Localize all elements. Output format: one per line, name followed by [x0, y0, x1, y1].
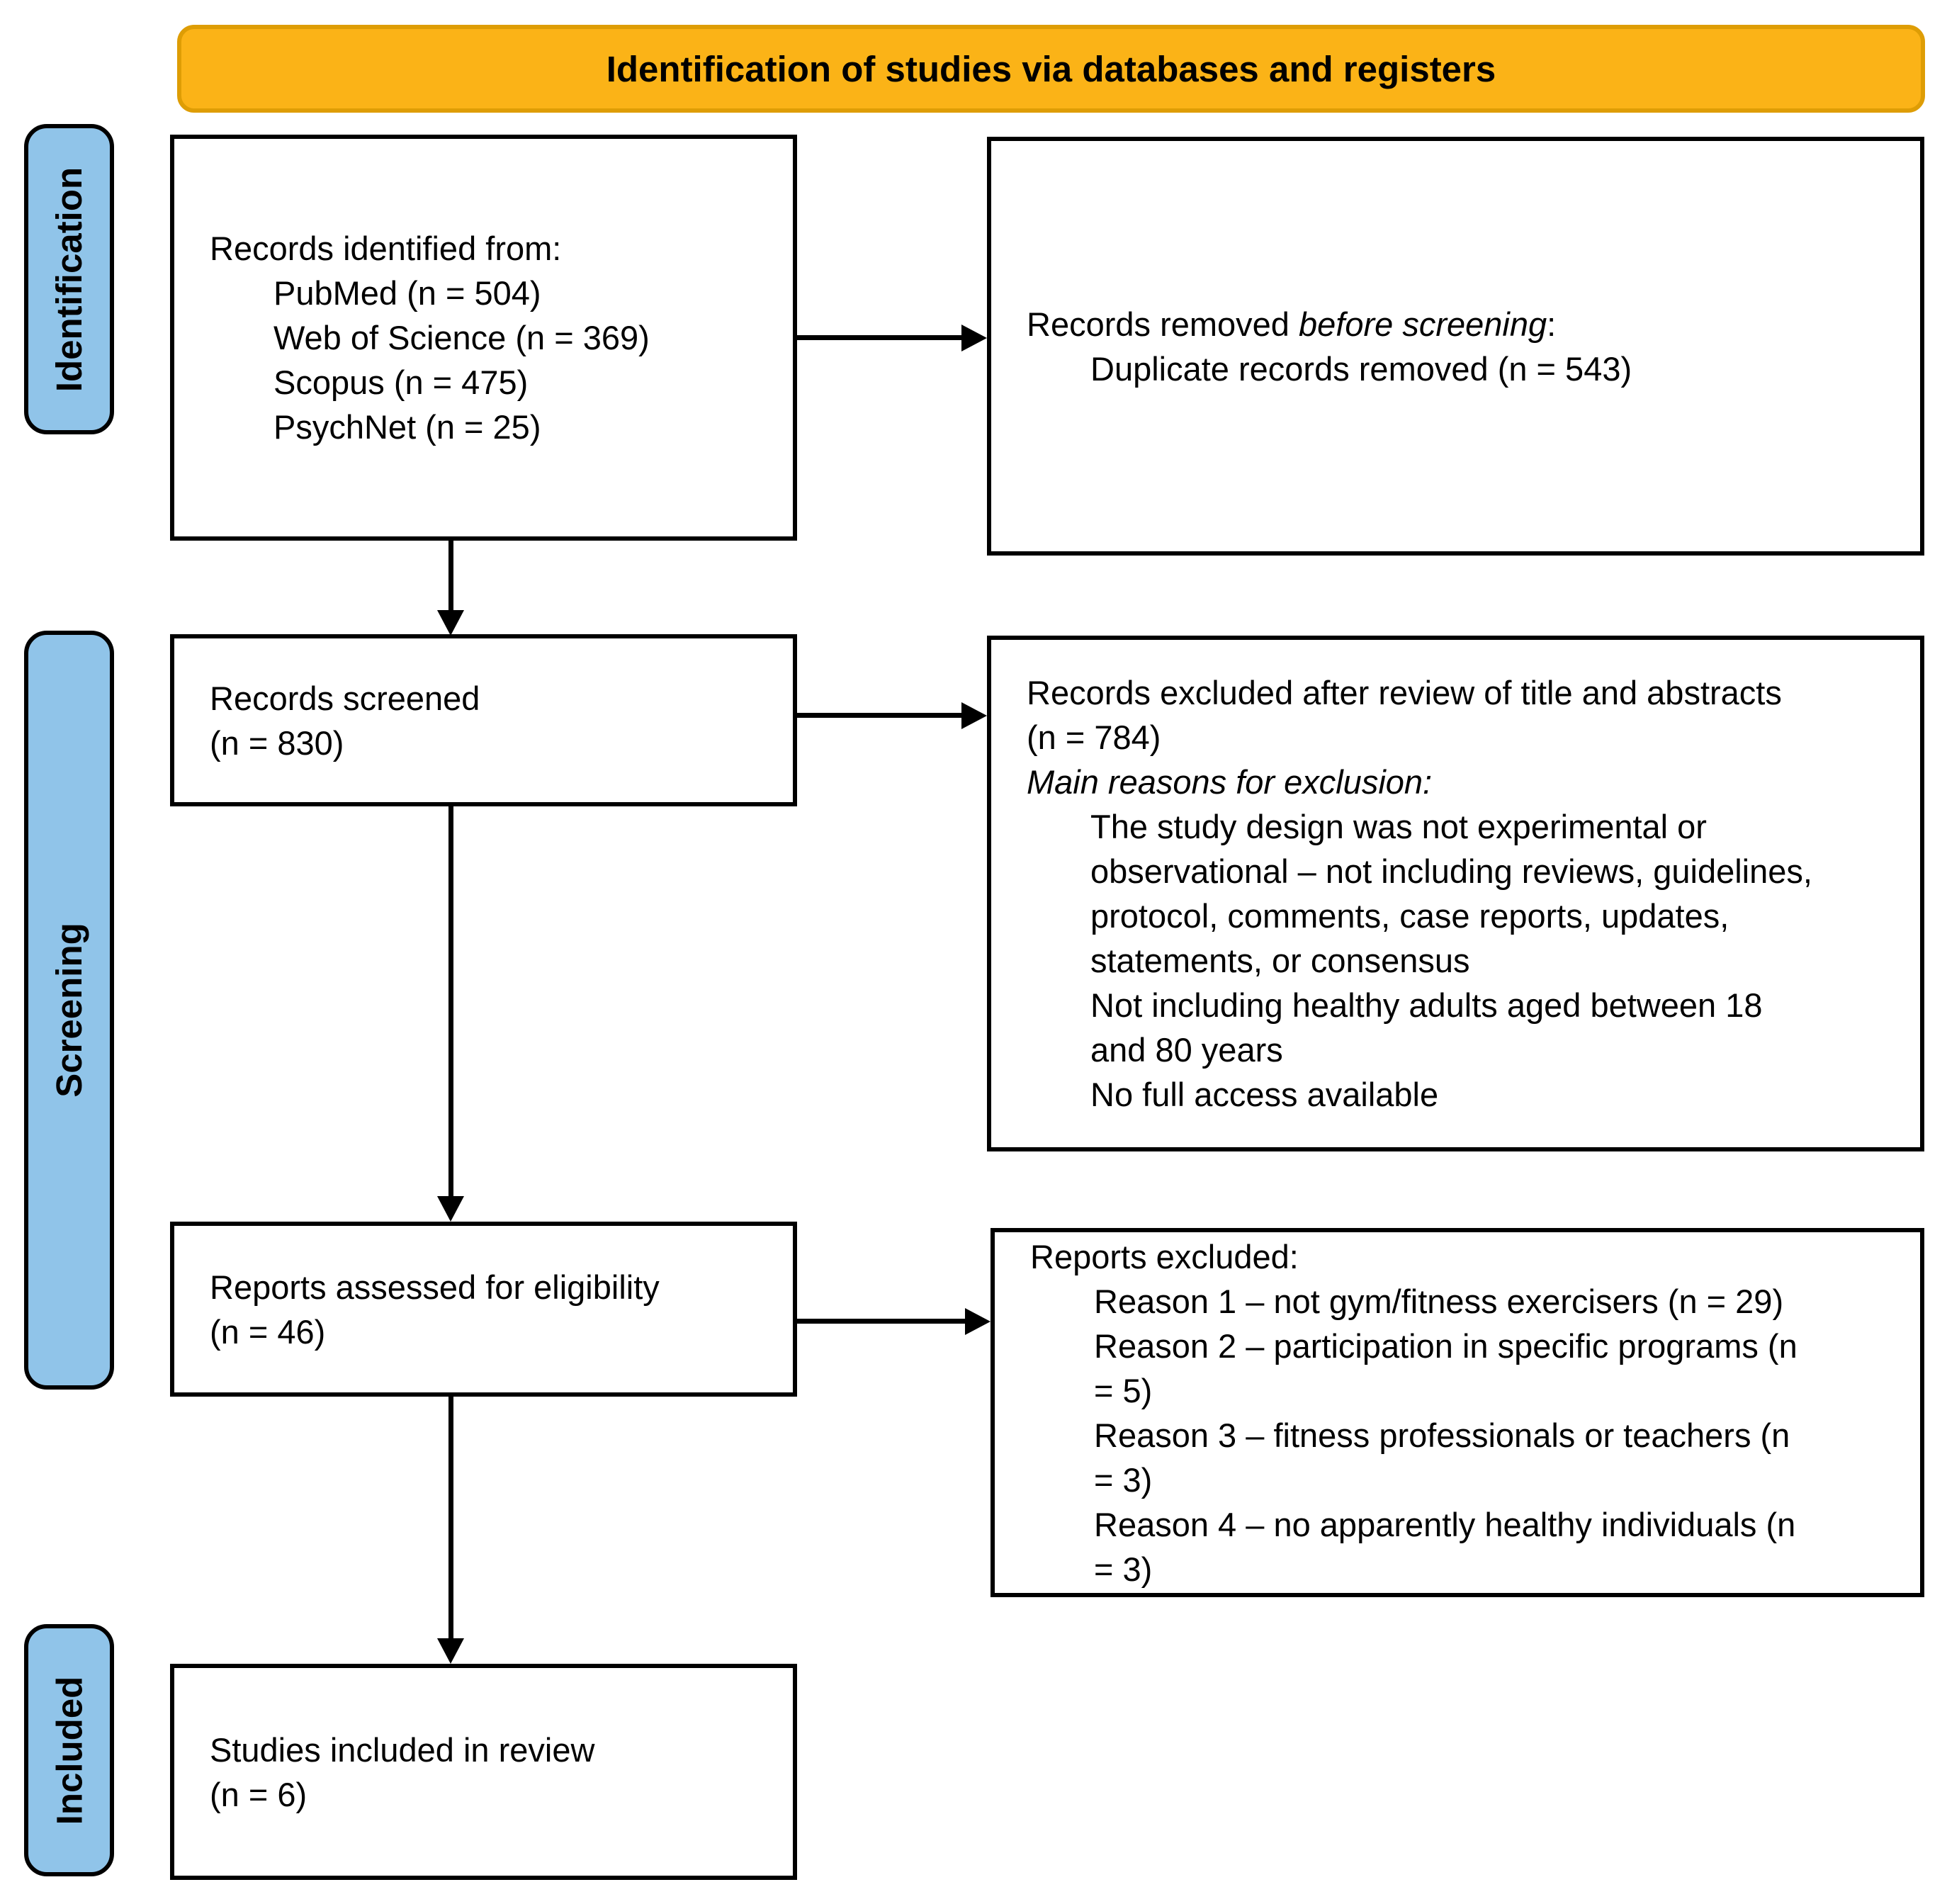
text-segment: Web of Science (n = 369) — [273, 319, 650, 356]
text-segment: Records excluded after review of title a… — [1027, 674, 1782, 711]
text-line: and 80 years — [1027, 1027, 1903, 1072]
text-segment: Not including healthy adults aged betwee… — [1090, 986, 1763, 1024]
box-studies-included-in-review: Studies included in review (n = 6) — [170, 1664, 797, 1880]
text-line: Main reasons for exclusion: — [1027, 760, 1903, 804]
text-segment: before screening — [1299, 305, 1547, 343]
text-line: Records identified from: — [210, 226, 776, 271]
text-segment: protocol, comments, case reports, update… — [1090, 897, 1729, 935]
text-segment: Records screened — [210, 679, 480, 717]
text-line: (n = 830) — [210, 721, 776, 765]
text-line: Records screened — [210, 676, 776, 721]
text-line: No full access available — [1027, 1072, 1903, 1117]
text-segment: Reason 3 – fitness professionals or teac… — [1094, 1416, 1790, 1454]
arrow-assessed-to-reports-excluded-line — [797, 1319, 965, 1324]
stage-label-identification-text: Identification — [49, 167, 89, 392]
text-segment: statements, or consensus — [1090, 942, 1470, 979]
banner-title: Identification of studies via databases … — [606, 48, 1496, 89]
text-segment: = 3) — [1094, 1550, 1153, 1588]
text-segment: Reason 1 – not gym/fitness exercisers (n… — [1094, 1282, 1784, 1320]
text-line: Records removed before screening: — [1027, 302, 1903, 347]
text-segment: (n = 6) — [210, 1775, 307, 1813]
stage-label-screening: Screening — [24, 631, 114, 1390]
text-segment: = 3) — [1094, 1460, 1153, 1499]
text-line: = 3) — [1030, 1547, 1903, 1592]
text-line: Reason 1 – not gym/fitness exercisers (n… — [1030, 1279, 1903, 1324]
text-line: Reports excluded: — [1030, 1234, 1903, 1279]
arrow-identified-to-screened-head — [437, 610, 464, 636]
arrow-identified-to-screened-line — [448, 541, 453, 610]
text-line: protocol, comments, case reports, update… — [1027, 894, 1903, 938]
text-line: observational – not including reviews, g… — [1027, 849, 1903, 894]
text-segment: Reports excluded: — [1030, 1237, 1299, 1275]
text-line: = 5) — [1030, 1368, 1903, 1413]
text-line: Records excluded after review of title a… — [1027, 670, 1903, 715]
text-segment: observational – not including reviews, g… — [1090, 852, 1812, 890]
stage-label-included-text: Included — [49, 1676, 89, 1825]
text-segment: : — [1547, 305, 1557, 343]
arrow-identified-to-removed-line — [797, 335, 961, 340]
arrow-assessed-to-reports-excluded-head — [965, 1308, 991, 1335]
text-line: Scopus (n = 475) — [210, 360, 776, 405]
text-segment: No full access available — [1090, 1076, 1439, 1113]
text-segment: Records removed — [1027, 305, 1299, 343]
arrow-identified-to-removed-head — [961, 325, 987, 351]
text-segment: Reason 2 – participation in specific pro… — [1094, 1326, 1798, 1365]
box-records-removed-before-screening: Records removed before screening:Duplica… — [987, 137, 1924, 556]
stage-label-included: Included — [24, 1624, 114, 1876]
arrow-screened-to-excluded-head — [961, 702, 987, 729]
text-line: (n = 6) — [210, 1772, 776, 1817]
text-line: PsychNet (n = 25) — [210, 405, 776, 449]
text-line: Reports assessed for eligibility — [210, 1265, 776, 1309]
box-records-identified: Records identified from: PubMed (n = 504)… — [170, 135, 797, 541]
box-records-excluded-after-review: Records excluded after review of title a… — [987, 636, 1924, 1151]
text-line: Web of Science (n = 369) — [210, 315, 776, 360]
text-line: (n = 784) — [1027, 715, 1903, 760]
text-line: = 3) — [1030, 1458, 1903, 1502]
text-segment: Scopus (n = 475) — [273, 364, 529, 401]
text-segment: and 80 years — [1090, 1031, 1283, 1069]
text-segment: (n = 46) — [210, 1312, 326, 1351]
text-line: Studies included in review — [210, 1728, 776, 1772]
box-records-screened: Records screened (n = 830) — [170, 634, 797, 806]
arrow-assessed-to-included-head — [437, 1638, 464, 1664]
text-line: Reason 4 – no apparently healthy individ… — [1030, 1502, 1903, 1547]
stage-label-screening-text: Screening — [49, 923, 89, 1098]
text-line: statements, or consensus — [1027, 938, 1903, 983]
text-segment: = 5) — [1094, 1371, 1153, 1409]
text-line: Reason 2 – participation in specific pro… — [1030, 1324, 1903, 1368]
arrow-assessed-to-included-line — [448, 1397, 453, 1638]
text-segment: Reason 4 – no apparently healthy individ… — [1094, 1505, 1796, 1543]
text-line: PubMed (n = 504) — [210, 271, 776, 315]
arrow-screened-to-assessed-head — [437, 1196, 464, 1222]
text-segment: Main reasons for exclusion: — [1027, 763, 1433, 801]
text-segment: The study design was not experimental or — [1090, 808, 1707, 845]
box-reports-assessed-for-eligibility: Reports assessed for eligibility (n = 46) — [170, 1222, 797, 1397]
text-segment: (n = 830) — [210, 723, 344, 762]
text-line: Reason 3 – fitness professionals or teac… — [1030, 1413, 1903, 1458]
text-line: Duplicate records removed (n = 543) — [1027, 347, 1903, 391]
text-line: (n = 46) — [210, 1309, 776, 1354]
text-segment: PubMed (n = 504) — [273, 274, 541, 312]
text-segment: Duplicate records removed (n = 543) — [1090, 349, 1632, 388]
box-reports-excluded: Reports excluded: Reason 1 – not gym/fitn… — [991, 1228, 1924, 1597]
text-line: The study design was not experimental or — [1027, 804, 1903, 849]
text-line: Not including healthy adults aged betwee… — [1027, 983, 1903, 1027]
text-segment: (n = 784) — [1027, 719, 1161, 756]
banner: Identification of studies via databases … — [177, 25, 1925, 113]
arrow-screened-to-assessed-line — [448, 806, 453, 1196]
text-segment: Studies included in review — [210, 1730, 595, 1769]
text-segment: Records identified from: — [210, 230, 562, 267]
stage-label-identification: Identification — [24, 124, 114, 434]
text-segment: Reports assessed for eligibility — [210, 1268, 660, 1306]
text-segment: PsychNet (n = 25) — [273, 408, 541, 446]
arrow-screened-to-excluded-line — [797, 713, 961, 718]
